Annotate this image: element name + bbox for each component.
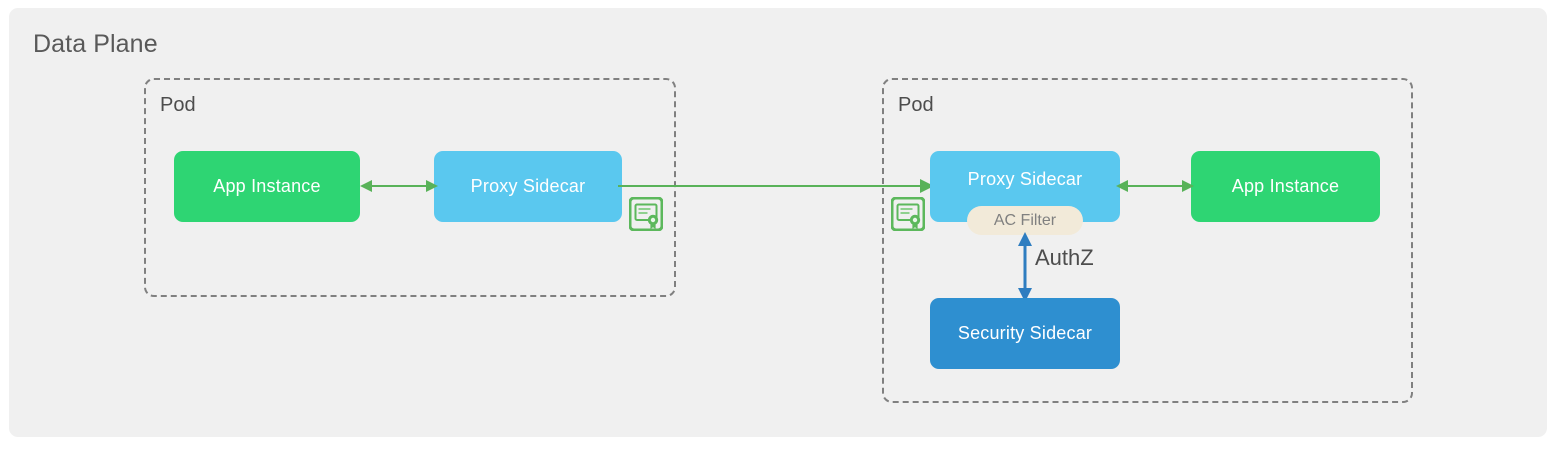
node-label: App Instance (1231, 176, 1340, 196)
ac-filter-label: AC Filter (993, 211, 1057, 229)
certificate-icon (629, 197, 663, 231)
pod-container-right: Pod (882, 78, 1413, 403)
pod-container-left: Pod (144, 78, 676, 297)
node-label: Proxy Sidecar (967, 169, 1083, 189)
pod-label-left: Pod (160, 94, 196, 116)
pod-label-right: Pod (898, 94, 934, 116)
node-label: App Instance (213, 176, 321, 196)
certificate-icon (891, 197, 925, 231)
node-security-sidecar[interactable]: Security Sidecar (930, 298, 1120, 369)
ac-filter-badge[interactable]: AC Filter (967, 206, 1083, 235)
node-proxy-sidecar-left[interactable]: Proxy Sidecar (434, 151, 622, 222)
node-label: Proxy Sidecar (470, 176, 586, 196)
node-app-instance-left[interactable]: App Instance (174, 151, 360, 222)
node-app-instance-right[interactable]: App Instance (1191, 151, 1380, 222)
authz-edge-label: AuthZ (1035, 245, 1094, 270)
node-label: Security Sidecar (957, 323, 1093, 343)
page-title: Data Plane (33, 30, 158, 58)
